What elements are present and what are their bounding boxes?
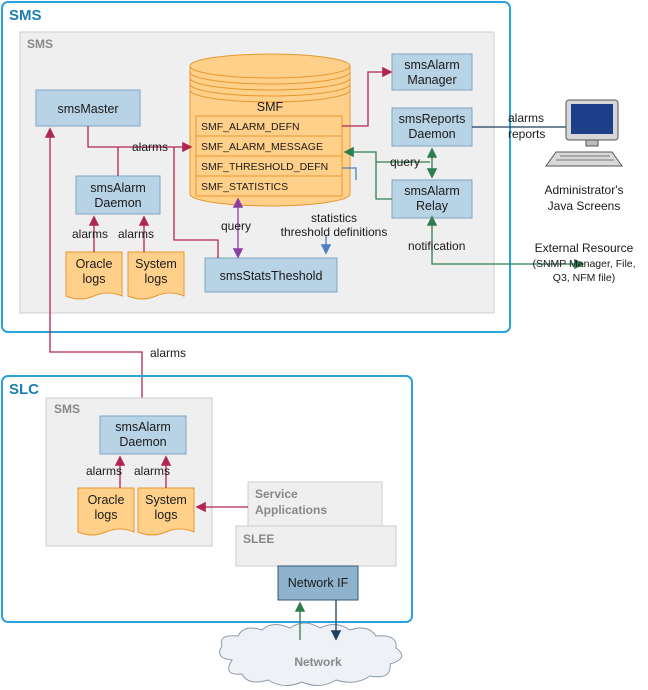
alarms-oracle-label: alarms	[72, 227, 108, 241]
smf-table-threshold-defn-label: SMF_THRESHOLD_DEFN	[201, 161, 328, 173]
alarms-master-label: alarms	[132, 140, 168, 154]
alarms-reports-label-1: alarms	[508, 111, 544, 125]
alarms-system-label: alarms	[118, 227, 154, 241]
smf-database: SMF SMF_ALARM_DEFN SMF_ALARM_MESSAGE SMF…	[189, 53, 351, 207]
system-logs-label-2: logs	[145, 272, 168, 286]
smf-table-statistics	[195, 175, 343, 197]
stats-to-db-alarm-line	[173, 147, 219, 258]
notification-line	[426, 215, 585, 270]
slc-oracle-logs-label-2: logs	[95, 508, 118, 522]
oracle-logs-doc	[65, 251, 123, 300]
notification-label: notification	[408, 239, 465, 253]
smf-table-statistics-label: SMF_STATISTICS	[201, 181, 288, 193]
alarm-daemon-box	[75, 175, 161, 215]
alarm-daemon-label-1: smsAlarm	[90, 181, 146, 195]
alarm-relay-label-2: Relay	[416, 199, 449, 213]
sms-inner-title: SMS	[27, 37, 53, 51]
alarms-slc-label: alarms	[150, 346, 186, 360]
system-logs-label-1: System	[135, 257, 177, 271]
slc-inner-title: SMS	[54, 402, 80, 416]
reports-daemon-box	[391, 107, 473, 147]
smf-table-alarm-message-label: SMF_ALARM_MESSAGE	[201, 141, 323, 153]
slc-oracle-logs-doc	[77, 487, 135, 536]
oracle-logs-label-2: logs	[83, 272, 106, 286]
sms-region-title: SMS	[9, 7, 42, 24]
db-to-alarm-manager-line	[342, 66, 393, 127]
query-stats-label: query	[221, 219, 251, 233]
slc-region-title: SLC	[9, 381, 39, 398]
admin-label-1: Administrator's	[545, 183, 624, 197]
network-if-label: Network IF	[288, 576, 349, 590]
slee-label: SLEE	[243, 532, 274, 546]
slc-system-logs-doc	[137, 487, 195, 536]
service-applications-box	[247, 481, 383, 527]
alarm-daemon-label-2: Daemon	[94, 196, 141, 210]
alarms-slc-oracle-label: alarms	[86, 464, 122, 478]
external-resource-title: External Resource	[535, 241, 634, 255]
reports-daemon-label-1: smsReports	[399, 112, 466, 126]
slc-alarm-daemon-label-1: smsAlarm	[115, 420, 171, 434]
system-logs-doc	[127, 251, 185, 300]
oracle-logs-label-1: Oracle	[76, 257, 113, 271]
reports-daemon-label-2: Daemon	[408, 127, 455, 141]
slc-alarm-daemon-label-2: Daemon	[119, 435, 166, 449]
slc-system-logs-label-1: System	[145, 493, 187, 507]
slc-system-logs-label-2: logs	[155, 508, 178, 522]
statistics-label-2: threshold definitions	[281, 225, 388, 239]
statistics-line	[342, 167, 357, 180]
service-applications-label-1: Service	[255, 487, 298, 501]
alarm-manager-label-1: smsAlarm	[404, 58, 460, 72]
stats-threshold-box	[204, 257, 338, 293]
smf-table-alarm-defn-label: SMF_ALARM_DEFN	[201, 121, 300, 133]
alarms-slc-to-master-line	[44, 127, 143, 416]
query-relay-label: query	[390, 155, 420, 169]
slc-alarm-daemon-box	[99, 415, 187, 455]
network-cloud	[219, 622, 403, 686]
alarms-slc-system-label: alarms	[134, 464, 170, 478]
slc-oracle-logs-label-1: Oracle	[88, 493, 125, 507]
computer-icon	[545, 99, 623, 167]
sms-master-box	[35, 89, 141, 127]
stats-threshold-label: smsStatsTheshold	[220, 269, 323, 283]
external-resource-detail-2: Q3, NFM file)	[553, 272, 615, 284]
external-resource-detail-1: (SNMP Manager, File,	[532, 258, 635, 270]
network-if-box	[277, 565, 359, 601]
slee-box	[235, 525, 397, 567]
alarm-manager-label-2: Manager	[407, 73, 456, 87]
slc-region	[1, 375, 413, 623]
admin-label-2: Java Screens	[548, 199, 621, 213]
relay-to-db-line	[343, 146, 392, 200]
alarms-master-to-db-line	[87, 126, 193, 153]
alarms-reports-label-2: reports	[508, 127, 545, 141]
sms-master-label: smsMaster	[57, 102, 118, 116]
smf-database-name: SMF	[257, 100, 284, 114]
service-applications-label-2: Applications	[255, 503, 327, 517]
statistics-label-1: statistics	[311, 211, 357, 225]
network-label: Network	[294, 655, 342, 669]
alarm-relay-label-1: smsAlarm	[404, 184, 460, 198]
